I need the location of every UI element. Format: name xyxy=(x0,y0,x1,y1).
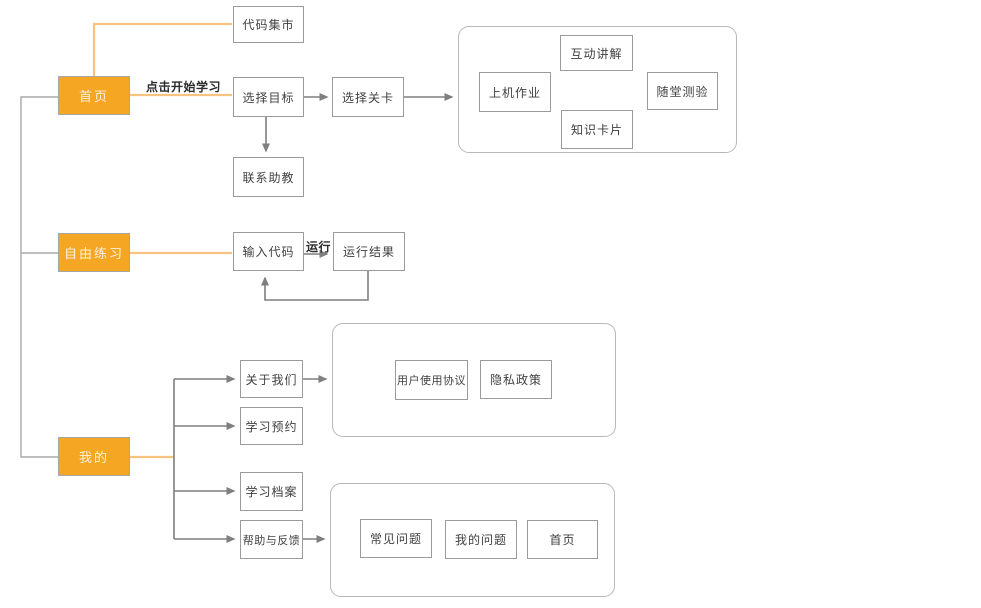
node-help-feedback: 帮助与反馈 xyxy=(240,520,303,559)
node-study-archive: 学习档案 xyxy=(240,472,303,511)
node-input-code: 输入代码 xyxy=(233,232,304,271)
arrow-runresult-loop-inputcode xyxy=(261,271,369,301)
edge-label-run: 运行 xyxy=(306,240,332,254)
node-privacy-policy: 隐私政策 xyxy=(480,360,552,399)
node-choose-target: 选择目标 xyxy=(233,77,304,117)
edge-label-click-start-learning: 点击开始学习 xyxy=(146,80,222,94)
node-my-questions: 我的问题 xyxy=(445,520,517,559)
node-interactive-explain: 互动讲解 xyxy=(560,35,633,71)
node-knowledge-cards: 知识卡片 xyxy=(561,110,633,149)
connector-left-tree xyxy=(20,96,58,458)
node-mine: 我的 xyxy=(58,437,130,476)
node-computer-homework: 上机作业 xyxy=(479,72,551,112)
node-about-us: 关于我们 xyxy=(240,360,303,398)
container-about-content xyxy=(332,323,616,437)
node-run-result: 运行结果 xyxy=(333,232,405,271)
node-faq: 常见问题 xyxy=(360,519,432,558)
node-class-quiz: 随堂测验 xyxy=(647,72,718,110)
node-free-practice: 自由练习 xyxy=(58,233,130,272)
node-choose-level: 选择关卡 xyxy=(332,77,404,117)
node-study-booking: 学习预约 xyxy=(240,407,303,445)
connector-home-codemarket xyxy=(92,22,232,76)
node-code-market: 代码集市 xyxy=(233,6,304,43)
node-home: 首页 xyxy=(58,76,130,115)
node-home-page: 首页 xyxy=(527,520,598,559)
node-user-agreement: 用户使用协议 xyxy=(395,360,468,400)
node-contact-ta: 联系助教 xyxy=(233,157,304,197)
